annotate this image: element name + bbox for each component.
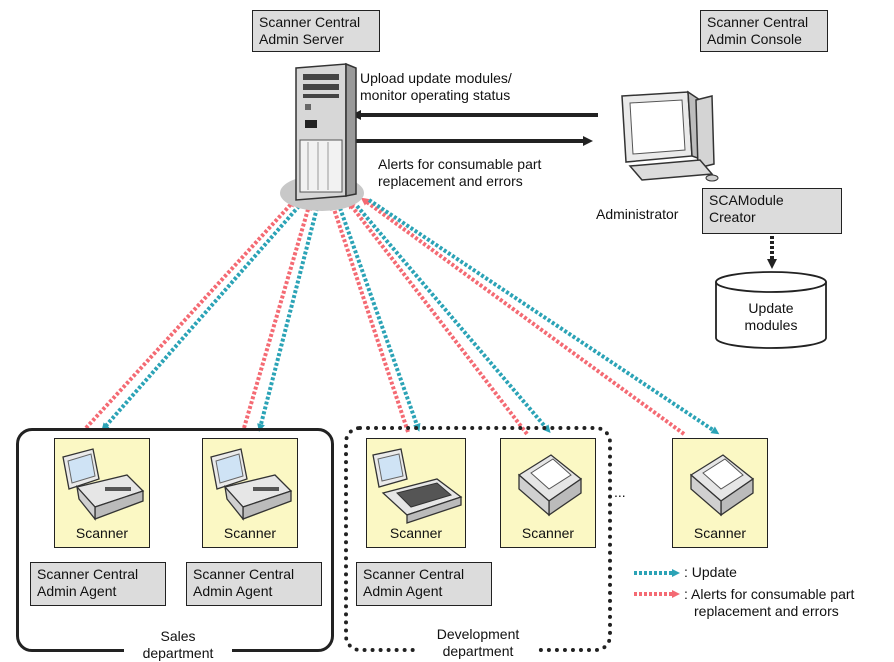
sales-department-label: Sales department	[124, 628, 232, 662]
agent-3-line-1: Scanner Central	[363, 566, 465, 582]
scanner-label-5: Scanner	[693, 525, 747, 541]
scanner-card-2: Scanner	[202, 438, 298, 548]
development-label-line-1: Development	[436, 626, 520, 642]
server-label-line-1: Scanner Central	[259, 14, 361, 30]
agent-3-line-2: Admin Agent	[363, 583, 443, 599]
creator-box: SCAModule Creator	[702, 188, 842, 234]
scanner-label-3: Scanner	[389, 525, 443, 541]
alert-line-2	[242, 202, 312, 429]
development-label-line-2: department	[442, 643, 514, 659]
server-label-box: Scanner Central Admin Server	[252, 10, 380, 52]
scanner-label-2: Scanner	[223, 525, 277, 541]
agent-1-line-1: Scanner Central	[37, 566, 139, 582]
scanner-with-pc-icon	[210, 448, 293, 521]
network-scanner-icon	[689, 454, 755, 517]
upload-text-line-2: monitor operating status	[360, 87, 511, 103]
agent-1-line-2: Admin Agent	[37, 583, 117, 599]
upload-text: Upload update modules/ monitor operating…	[360, 70, 512, 104]
modules-line-1: Update	[748, 300, 794, 316]
update-modules-label: Update modules	[716, 300, 826, 334]
update-line-1	[101, 204, 301, 432]
legend-alert-line-2: replacement and errors	[694, 603, 839, 619]
ellipsis: ...	[614, 484, 626, 500]
agent-box-2: Scanner Central Admin Agent	[186, 562, 322, 606]
agent-2-line-2: Admin Agent	[193, 583, 273, 599]
console-label-line-1: Scanner Central	[707, 14, 809, 30]
server-label-line-2: Admin Server	[259, 31, 344, 47]
administrator-label: Administrator	[596, 206, 679, 222]
legend-update-label: : Update	[684, 564, 737, 580]
creator-line-2: Creator	[709, 209, 756, 225]
scanner-card-3: Scanner	[366, 438, 466, 548]
sales-label-line-2: department	[142, 645, 214, 661]
network-scanner-icon	[517, 454, 583, 517]
agent-box-3: Scanner Central Admin Agent	[356, 562, 492, 606]
scanner-card-1: Scanner	[54, 438, 150, 548]
alert-line-5	[360, 197, 686, 436]
scanner-card-4: Scanner	[500, 438, 596, 548]
update-line-4	[355, 204, 551, 434]
development-department-label: Development department	[418, 626, 538, 660]
alerts-text: Alerts for consumable part replacement a…	[378, 156, 541, 190]
alert-line-1	[84, 199, 296, 430]
scanner-label-1: Scanner	[75, 525, 129, 541]
creator-line-1: SCAModule	[709, 192, 784, 208]
console-label-line-2: Admin Console	[707, 31, 802, 47]
scanner-card-5: Scanner	[672, 438, 768, 548]
agent-2-line-1: Scanner Central	[193, 566, 295, 582]
console-label-box: Scanner Central Admin Console	[700, 10, 828, 52]
agent-box-1: Scanner Central Admin Agent	[30, 562, 166, 606]
flatbed-scanner-with-pc-icon	[372, 448, 463, 524]
modules-line-2: modules	[744, 317, 798, 333]
legend-alert-line-1: : Alerts for consumable part	[684, 586, 855, 602]
update-line-2	[257, 207, 319, 432]
alert-line-4	[347, 200, 529, 436]
scanner-with-pc-icon	[62, 448, 145, 521]
sales-label-line-1: Sales	[160, 628, 196, 644]
upload-text-line-1: Upload update modules/	[360, 70, 512, 86]
update-line-5	[367, 198, 720, 435]
update-line-3	[338, 207, 421, 432]
scanner-label-4: Scanner	[521, 525, 575, 541]
legend-alert-label: : Alerts for consumable part replacement…	[684, 586, 854, 620]
alerts-text-line-1: Alerts for consumable part	[378, 156, 542, 172]
alerts-text-line-2: replacement and errors	[378, 173, 523, 189]
